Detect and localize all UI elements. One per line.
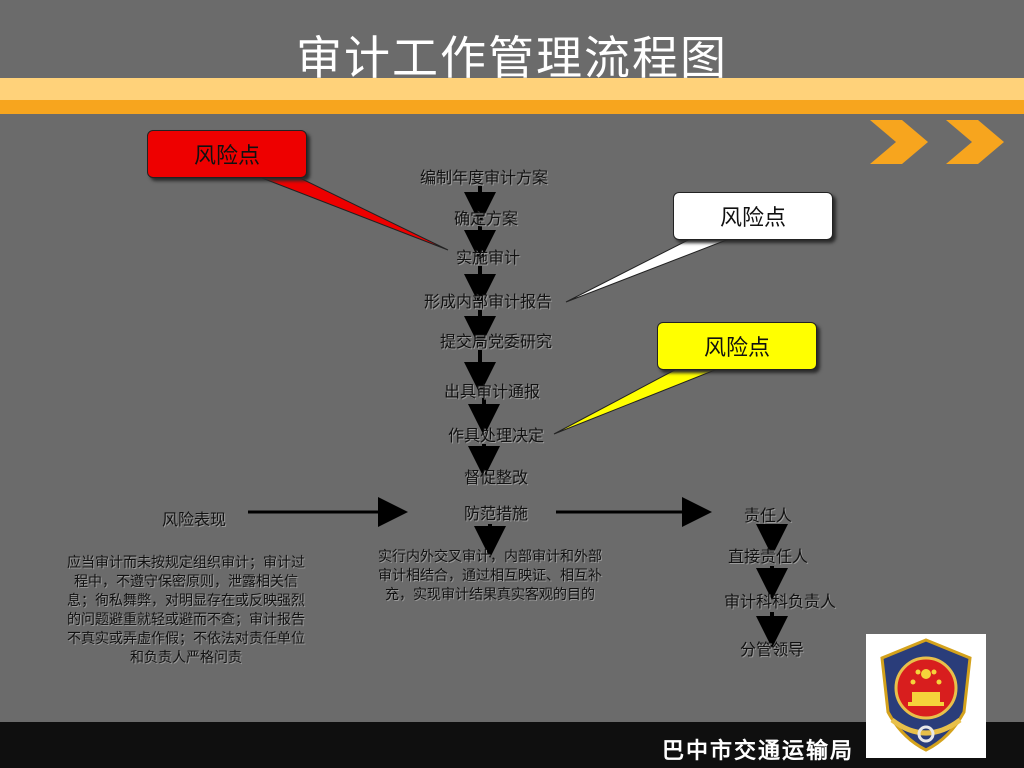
- yellow-callout-pointer: [553, 363, 731, 435]
- risk-manifestation-text: 应当审计而未按规定组织审计；审计过程中，不遵守保密原则，泄露相关信息；徇私舞弊，…: [67, 555, 305, 666]
- header-band-dark: [0, 100, 1024, 114]
- flow-step: 形成内部审计报告: [423, 292, 553, 311]
- red-callout-pointer: [261, 177, 449, 251]
- responsible-item: 审计科科负责人: [723, 592, 837, 611]
- emblem-panel: [866, 634, 986, 758]
- flow-step: 编制年度审计方案: [419, 168, 549, 187]
- flow-step: 督促整改: [463, 468, 529, 487]
- police-emblem-icon: [880, 638, 972, 752]
- flow-step: 作具处理决定: [447, 426, 545, 445]
- header-band-light: [0, 78, 1024, 100]
- risk-manifestation-heading: 风险表现: [161, 510, 227, 529]
- flow-step: 实施审计: [455, 248, 521, 267]
- risk-callout-white: 风险点: [673, 192, 833, 240]
- flow-step: 出具审计通报: [443, 382, 541, 401]
- risk-callout-label: 风险点: [719, 206, 786, 231]
- prevention-heading: 防范措施: [463, 504, 529, 523]
- white-callout-pointer: [565, 233, 743, 303]
- risk-callout-yellow: 风险点: [657, 322, 817, 370]
- responsible-item: 分管领导: [739, 640, 805, 659]
- flow-step: 提交局党委研究: [439, 332, 553, 351]
- prevention-text: 实行内外交叉审计，内部审计和外部审计相结合，通过相互映证、相互补充，实现审计结果…: [378, 549, 602, 603]
- flow-step: 确定方案: [453, 209, 519, 228]
- responsible-heading: 责任人: [743, 506, 793, 525]
- organization-name: 巴中市交通运输局: [661, 739, 854, 764]
- responsible-item: 直接责任人: [727, 547, 809, 566]
- risk-callout-label: 风险点: [703, 336, 770, 361]
- risk-callout-red: 风险点: [147, 130, 307, 178]
- chevron-arrows-icon: [870, 120, 1004, 164]
- footer-bar: [0, 722, 1024, 768]
- page-title: 审计工作管理流程图: [296, 31, 728, 85]
- risk-callout-label: 风险点: [193, 144, 260, 169]
